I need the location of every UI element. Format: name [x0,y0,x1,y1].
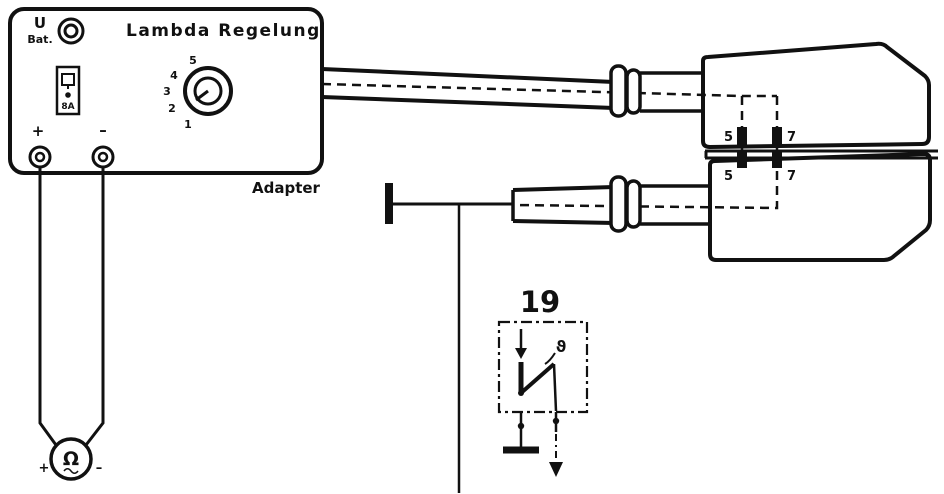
u-bat-jack: U Bat. [27,14,85,46]
test-probe [385,183,513,224]
connector-housing-bottom [708,152,932,262]
connector-housing-top [701,41,931,149]
cable-boot-top [609,64,704,118]
meter-minus-label: – [96,461,103,476]
pin-7-bottom [772,150,782,168]
dial-position-3: 3 [163,85,171,98]
relay-right-leg-dot [552,417,560,425]
minus-terminal-label: – [99,121,107,139]
top-cable-upper-line [321,67,615,84]
relay-box [497,320,589,414]
relay-number: 19 [520,285,560,319]
meter-wave-icon [63,468,79,474]
battery-jack-inner [63,23,79,39]
relay-left-leg-dot [517,422,525,430]
probe-cable-bottom [511,175,711,233]
indicator-dot-icon [65,92,71,98]
switch-right-leg-inner [552,363,558,412]
switch-blade [519,362,556,395]
boot2-rib-1 [609,175,628,233]
dial-position-1: 1 [184,118,192,131]
theta-symbol: ϑ [556,337,567,356]
meter-lead-minus [84,167,105,446]
temperature-switch-symbol: ϑ [515,329,567,412]
plus-jack-inner [34,151,46,163]
dial-position-5: 5 [189,54,197,67]
boot2-rib-2 [625,179,642,229]
fuse-label: 8A [61,102,74,112]
pin-7-top-label: 7 [787,130,796,145]
meter-lead-plus [38,167,58,446]
device-title: Lambda Regelung [126,21,321,41]
pin-5-top-label: 5 [724,130,733,145]
bottom-cable-upper-line [512,185,615,192]
pin-5-bottom [737,150,747,168]
pin-5-bottom-label: 5 [724,169,733,184]
ohmmeter-body [49,437,93,481]
pin-7-bottom-label: 7 [787,169,796,184]
bat-label: Bat. [27,33,52,46]
dial-position-4: 4 [170,69,178,82]
pin-5-top [737,127,747,147]
adapter-label: Adapter [252,179,321,197]
bottom-cable-lower-line [512,219,615,225]
selector-knob: 5 4 3 2 1 [163,54,233,131]
minus-jack-inner [97,151,109,163]
adapter-cable-top [321,67,615,110]
knob-outer-ring [183,66,233,116]
switch-in-arrow-head-icon [515,348,527,359]
dial-position-2: 2 [168,102,176,115]
knob-inner [193,76,223,106]
u-label: U [34,14,46,32]
down-arrow-icon [549,462,563,477]
relay-legs [503,412,563,477]
fuse-indicator: 8A [55,65,81,116]
boot-rib-1 [609,64,628,118]
theta-actuator-curve [544,352,556,365]
ohmmeter: Ω + – [38,167,105,481]
ohm-symbol: Ω [63,448,79,470]
battery-jack-outer [57,17,85,45]
meter-plus-label: + [39,461,50,476]
fuse-indicator-box [55,65,81,116]
plus-terminal-label: + [32,122,45,140]
knob-pointer [195,89,209,102]
pin-7-top [772,127,782,147]
boot-rib-2 [625,68,642,115]
adapter-housing [8,7,324,175]
top-cable-lower-line [321,95,615,110]
